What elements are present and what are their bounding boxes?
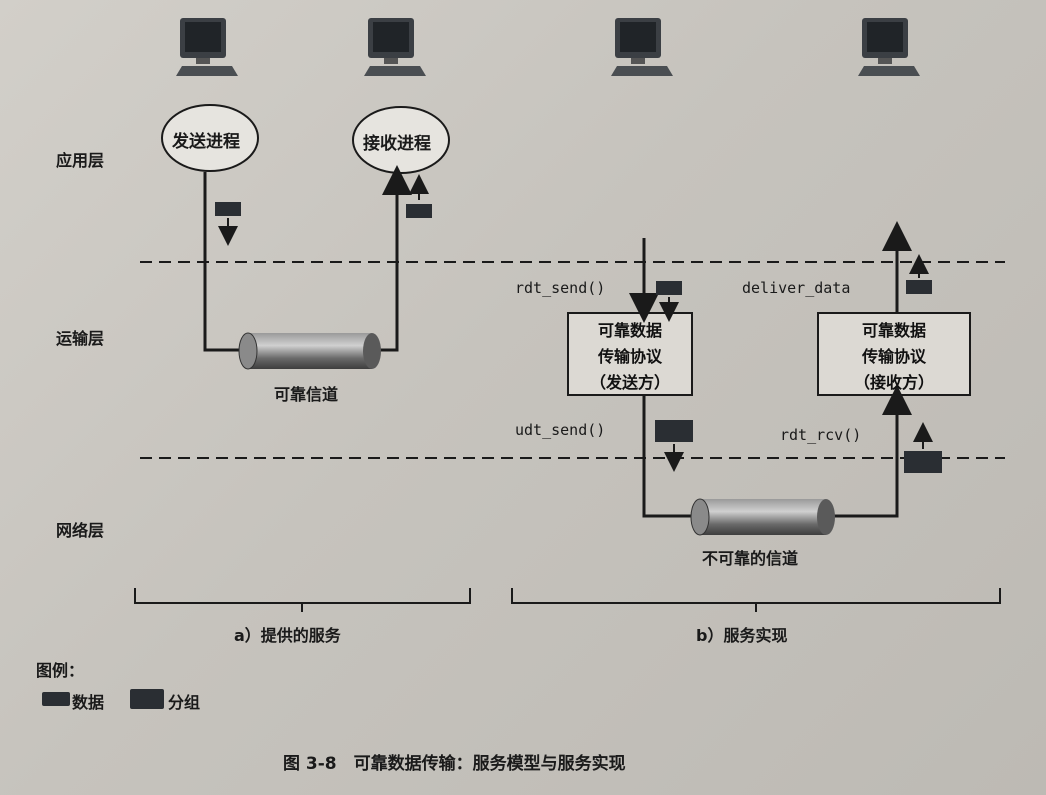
layer-label-network: 网络层 xyxy=(56,521,105,540)
unreliable-channel-label: 不可靠的信道 xyxy=(702,549,799,568)
data-block-sent xyxy=(215,202,241,216)
legend-data-label: 数据 xyxy=(72,693,105,712)
sender-down-line xyxy=(203,172,250,352)
computer-icon-sender-b xyxy=(611,18,673,76)
sender-box-line-2: 传输协议 xyxy=(597,347,662,366)
deliver-data-label: deliver_data xyxy=(742,279,851,297)
layer-label-transport: 运输层 xyxy=(56,329,105,348)
sender-box-line-1: 可靠数据 xyxy=(597,321,662,340)
brace-panel-b xyxy=(511,588,1001,612)
layer-label-application: 应用层 xyxy=(56,151,105,170)
rdt-rcv-line xyxy=(826,385,912,518)
rdt-rcv-label: rdt_rcv() xyxy=(780,426,862,444)
panel-a-caption: a）提供的服务 xyxy=(234,626,341,645)
unreliable-channel-pipe xyxy=(690,498,835,536)
legend-packet-label: 分组 xyxy=(168,693,201,712)
data-block-received xyxy=(406,204,432,218)
data-block-b-send xyxy=(656,281,682,295)
udt-send-label: udt_send() xyxy=(515,421,606,439)
brace-panel-a xyxy=(134,588,471,612)
computer-icon-receiver-b xyxy=(858,18,920,76)
data-block-b-deliver xyxy=(906,280,932,294)
receiver-protocol-box-text: 可靠数据 传输协议 （接收方） xyxy=(818,318,970,396)
sender-process-ellipse xyxy=(161,104,259,172)
udt-send-line xyxy=(642,396,700,518)
computer-icon-receiver xyxy=(364,18,426,76)
figure-caption: 图 3-8 可靠数据传输：服务模型与服务实现 xyxy=(283,754,626,774)
receiver-process-label: 接收进程 xyxy=(363,134,431,154)
legend-packet-swatch xyxy=(130,689,164,709)
receiver-box-line-1: 可靠数据 xyxy=(861,321,926,340)
computer-icon-sender xyxy=(176,18,238,76)
rdt-send-label: rdt_send() xyxy=(515,279,606,297)
receiver-up-line xyxy=(370,165,412,352)
receiver-box-line-2: 传输协议 xyxy=(861,347,926,366)
legend-title: 图例： xyxy=(36,661,85,680)
receiver-box-line-3: （接收方） xyxy=(853,373,934,392)
reliable-channel-label: 可靠信道 xyxy=(274,385,339,404)
legend-data-swatch xyxy=(42,692,70,706)
sender-process-label: 发送进程 xyxy=(172,132,240,152)
sender-protocol-box-text: 可靠数据 传输协议 （发送方） xyxy=(568,318,692,396)
receiver-protocol-box xyxy=(817,312,971,396)
reliable-channel-pipe xyxy=(238,332,381,370)
panel-b-caption: b）服务实现 xyxy=(696,626,788,645)
packet-block-rcv xyxy=(904,451,942,473)
packet-block-udt xyxy=(655,420,693,442)
sender-box-line-3: （发送方） xyxy=(589,373,670,392)
